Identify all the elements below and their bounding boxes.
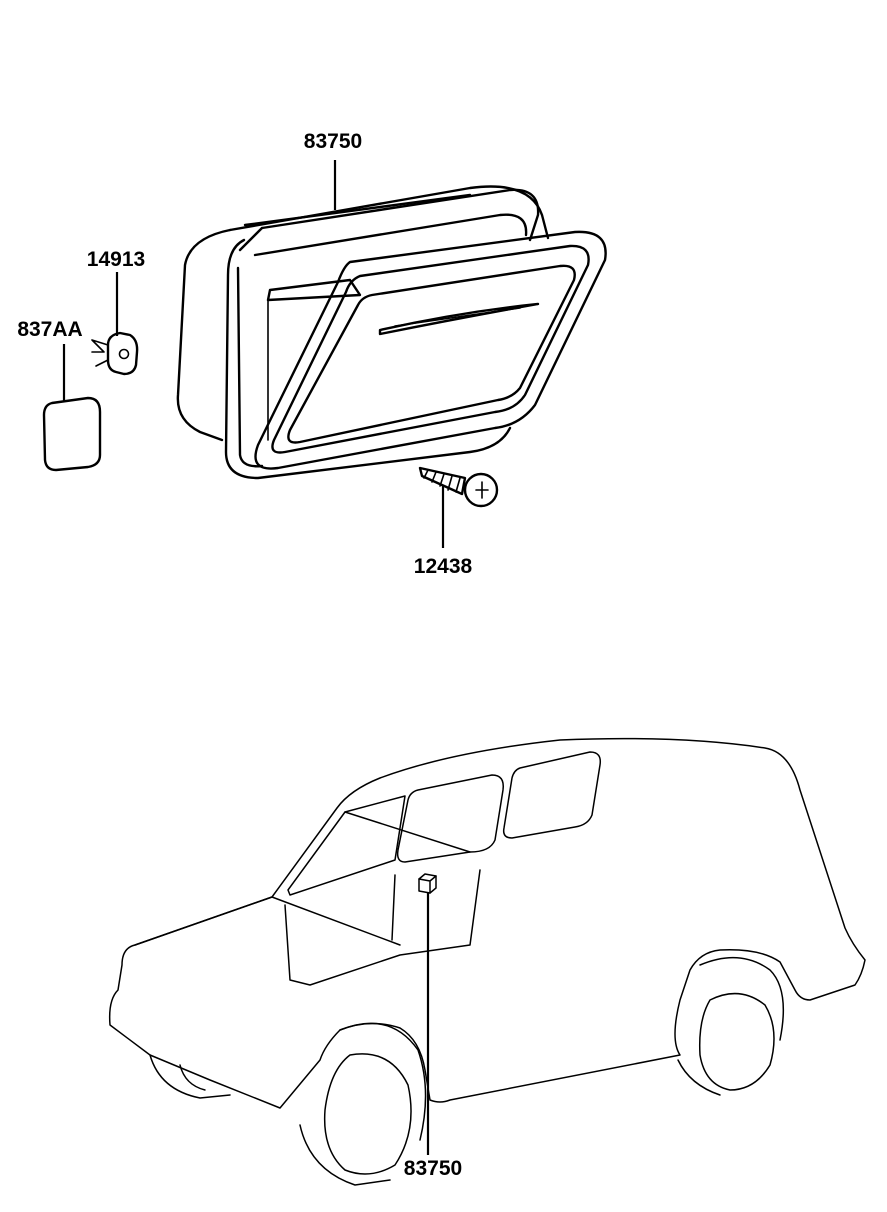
cap-part: [42, 396, 102, 472]
clip-part: [91, 331, 139, 376]
screw-part: [418, 466, 499, 508]
vehicle-outline: [108, 737, 866, 1186]
cap-label: 837AA: [17, 318, 82, 341]
vent-vehicle-label: 83750: [404, 1157, 462, 1180]
vent-assembly: [176, 185, 607, 480]
screw-label: 12438: [414, 555, 473, 578]
vent-location-marker: [418, 873, 437, 894]
clip-label: 14913: [87, 248, 145, 271]
vent-top-label: 83750: [304, 130, 362, 153]
